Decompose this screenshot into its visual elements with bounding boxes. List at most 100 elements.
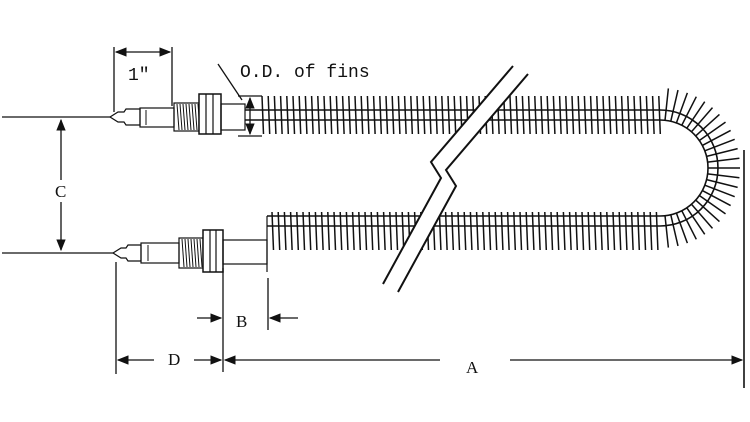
bottom-terminal: [111, 229, 268, 273]
fin: [587, 211, 591, 251]
label-od-of-fins: O.D. of fins: [240, 63, 370, 83]
fin: [556, 211, 560, 251]
fin: [602, 95, 606, 135]
fin: [695, 113, 720, 137]
thread-line: [190, 238, 194, 268]
thread-line: [196, 238, 200, 268]
fin: [702, 129, 731, 147]
fin: [624, 211, 628, 251]
fin: [704, 138, 735, 152]
fin: [670, 214, 679, 247]
thread-line: [184, 238, 188, 268]
thread-line: [199, 238, 203, 268]
fin: [314, 211, 318, 251]
fin: [546, 95, 550, 135]
fin: [571, 95, 575, 135]
fin: [401, 211, 405, 251]
thread-line: [176, 103, 180, 131]
dimension-one-inch: 1": [113, 47, 173, 112]
fin: [438, 211, 442, 251]
fin: [372, 95, 376, 135]
fin: [540, 95, 544, 135]
dimension-b: B: [197, 268, 298, 372]
fin: [565, 95, 569, 135]
label-b: B: [236, 312, 247, 331]
fin: [630, 211, 634, 251]
fin: [614, 95, 618, 135]
fin: [279, 95, 283, 135]
fin: [364, 211, 368, 251]
fin: [469, 211, 473, 251]
label-c: C: [55, 182, 66, 201]
fin: [403, 95, 407, 135]
fin: [379, 95, 383, 135]
fin: [690, 203, 714, 229]
fin: [475, 211, 479, 251]
fin: [620, 95, 624, 135]
fin: [552, 95, 556, 135]
fin: [695, 199, 720, 223]
fin: [675, 92, 689, 124]
fin: [488, 211, 492, 251]
fin: [333, 211, 337, 251]
fin: [453, 95, 457, 135]
fin: [391, 95, 395, 135]
fin: [348, 95, 352, 135]
fin: [637, 211, 641, 251]
fin: [397, 95, 401, 135]
label-a: A: [466, 358, 479, 377]
fin: [550, 211, 554, 251]
fin: [382, 211, 386, 251]
fin: [482, 211, 486, 251]
fin: [308, 211, 312, 251]
fin: [298, 95, 302, 135]
fin: [664, 88, 670, 121]
fin: [310, 95, 314, 135]
fin: [351, 211, 355, 251]
fin: [358, 211, 362, 251]
fin: [376, 211, 380, 251]
fins-bottom-leg: [271, 211, 659, 251]
fin: [581, 211, 585, 251]
fin: [534, 95, 538, 135]
fin: [441, 95, 445, 135]
fin: [323, 95, 327, 135]
fin: [698, 121, 726, 142]
fin: [702, 189, 731, 207]
fin: [451, 211, 455, 251]
fin: [354, 95, 358, 135]
fin: [261, 95, 265, 135]
fin: [645, 95, 649, 135]
fin: [690, 107, 714, 133]
fin: [670, 89, 679, 122]
fin: [463, 211, 467, 251]
fin: [707, 173, 740, 179]
thread-line: [182, 103, 186, 131]
thread-line: [185, 103, 189, 131]
fin: [320, 211, 324, 251]
fin: [370, 211, 374, 251]
fin: [304, 95, 308, 135]
fin: [267, 95, 271, 135]
fin: [599, 211, 603, 251]
dimension-d: D: [115, 262, 223, 374]
fin: [698, 194, 726, 215]
fin: [651, 95, 655, 135]
fin: [457, 211, 461, 251]
fin: [296, 211, 300, 251]
fin: [608, 95, 612, 135]
fin: [395, 211, 399, 251]
fin: [302, 211, 306, 251]
fin: [329, 95, 333, 135]
fin: [707, 157, 740, 163]
fin: [606, 211, 610, 251]
fin: [283, 211, 287, 251]
fin: [494, 211, 498, 251]
fin: [286, 95, 290, 135]
fin: [527, 95, 531, 135]
fin: [706, 147, 738, 158]
fin: [583, 95, 587, 135]
label-d: D: [168, 350, 180, 369]
fin: [521, 95, 525, 135]
